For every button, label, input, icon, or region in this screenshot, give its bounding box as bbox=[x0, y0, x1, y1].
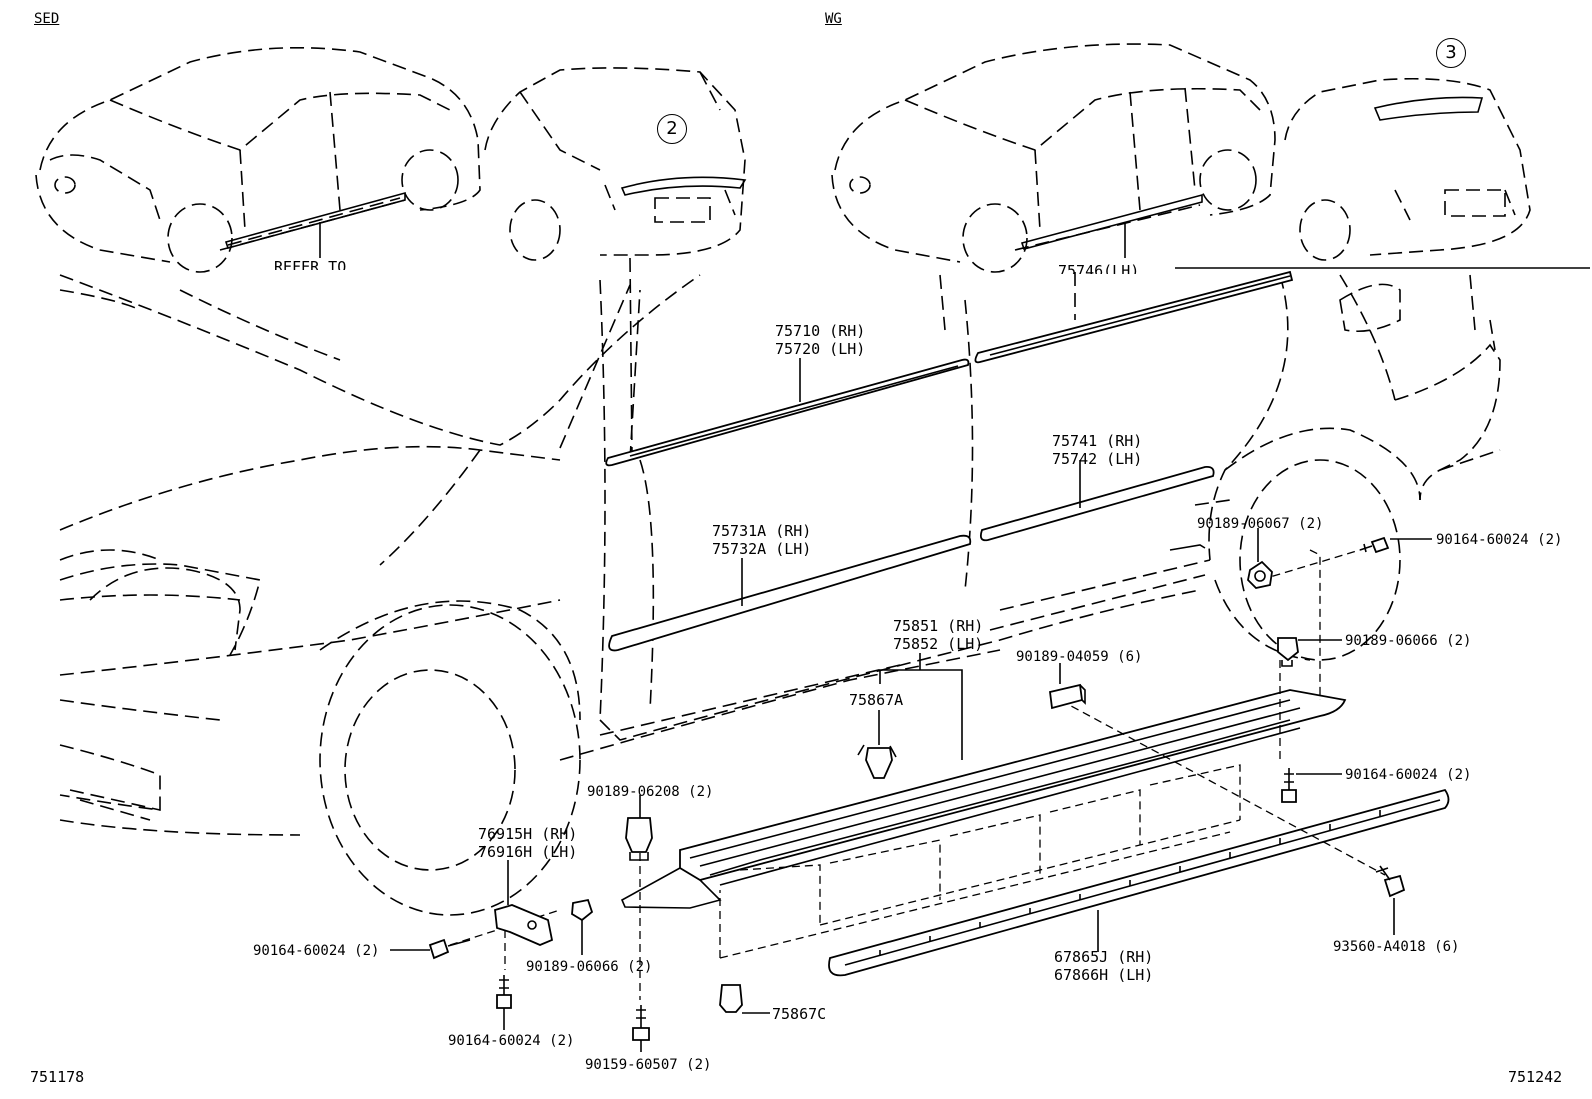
wagon-car-outline bbox=[831, 43, 1276, 273]
part-90159-60507: 90159-60507 (2) bbox=[585, 1057, 712, 1073]
door-moulding-front bbox=[608, 534, 972, 652]
lower-garnish bbox=[828, 788, 1450, 977]
clip-90189-06066-left bbox=[571, 898, 594, 922]
part-90164-60024-mid-right: 90164-60024 (2) bbox=[1345, 767, 1472, 783]
part-90189-06208: 90189-06208 (2) bbox=[587, 784, 714, 800]
nut-90189-06067 bbox=[1247, 560, 1273, 589]
part-67865j: 67865J (RH) 67866H (LH) bbox=[1054, 948, 1154, 984]
part-90164-60024-left: 90164-60024 (2) bbox=[253, 943, 380, 959]
part-90189-06066-left: 90189-06066 (2) bbox=[526, 959, 653, 975]
wagon-view-label: WG bbox=[825, 11, 842, 27]
clip-75867a bbox=[857, 744, 897, 779]
rocker-panel bbox=[620, 689, 1347, 926]
part-75851: 75851 (RH) 75852 (LH) bbox=[893, 617, 984, 653]
sedan-view-label: SED bbox=[34, 11, 60, 27]
screw-90164-bottom-left bbox=[496, 975, 512, 1009]
main-car-body bbox=[59, 257, 1501, 916]
sedan-car-outline bbox=[35, 46, 481, 273]
part-93560-a4018: 93560-A4018 (6) bbox=[1333, 939, 1460, 955]
part-90164-60024-top-right: 90164-60024 (2) bbox=[1436, 532, 1563, 548]
bracket-76915h bbox=[494, 904, 554, 946]
part-90164-60024-bottom-left: 90164-60024 (2) bbox=[448, 1033, 575, 1049]
part-90189-06067: 90189-06067 (2) bbox=[1197, 516, 1324, 532]
belt-moulding-rear bbox=[974, 270, 1294, 364]
figure-id-left: 751178 bbox=[30, 1068, 85, 1086]
clip-75867c bbox=[719, 984, 743, 1013]
part-76915h: 76915H (RH) 76916H (LH) bbox=[478, 825, 578, 861]
figure-id-right: 751242 bbox=[1508, 1068, 1563, 1086]
belt-moulding-front bbox=[605, 358, 970, 467]
refer-to-label-wagon: 75746(LH) bbox=[1058, 262, 1140, 274]
part-75731a: 75731A (RH) 75732A (LH) bbox=[712, 522, 812, 558]
screw-90164-top-right bbox=[1359, 536, 1390, 554]
part-90189-06066-right: 90189-06066 (2) bbox=[1345, 633, 1472, 649]
part-75710: 75710 (RH) 75720 (LH) bbox=[775, 322, 866, 358]
screw-90159 bbox=[632, 1005, 650, 1041]
part-75867c: 75867C bbox=[772, 1005, 827, 1023]
sedan-rear-view bbox=[484, 67, 747, 261]
screw-90164-mid-right bbox=[1281, 768, 1297, 803]
screw-90164-left bbox=[428, 938, 471, 960]
part-75741: 75741 (RH) 75742 (LH) bbox=[1052, 432, 1143, 468]
door-moulding-rear bbox=[979, 466, 1215, 542]
part-90189-04059: 90189-04059 (6) bbox=[1016, 649, 1143, 665]
callout-2: 2 bbox=[657, 114, 687, 144]
part-75867a: 75867A bbox=[849, 691, 904, 709]
callout-3: 3 bbox=[1436, 38, 1466, 68]
wagon-rear-view bbox=[1284, 77, 1531, 261]
nut-90189-04059 bbox=[1049, 683, 1086, 710]
clip-90189-06066-right bbox=[1277, 637, 1299, 667]
clip-90189-06208 bbox=[625, 817, 653, 861]
refer-to-label-sedan: REFER TO bbox=[274, 258, 347, 270]
leader-lines bbox=[390, 358, 1432, 1052]
screw-93560 bbox=[1375, 865, 1406, 898]
